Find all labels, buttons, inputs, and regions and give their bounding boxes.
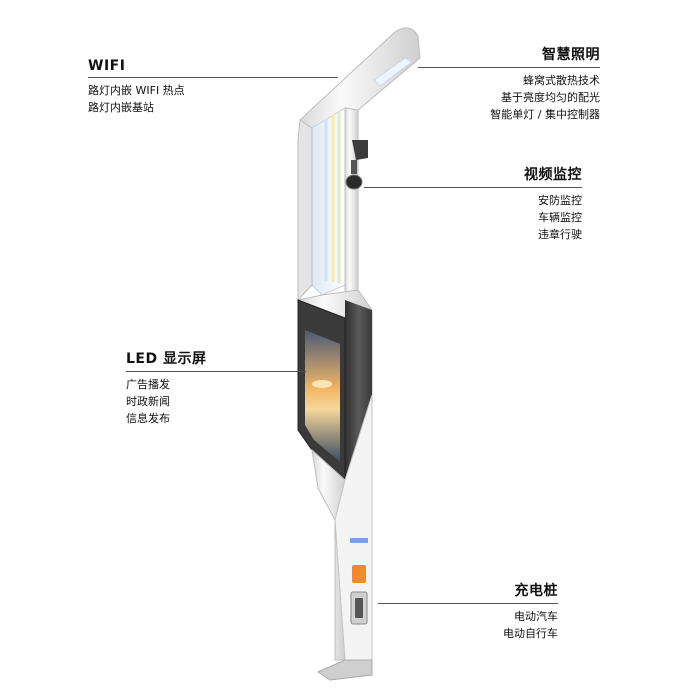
callout-wifi: WIFI 路灯内嵌 WIFI 热点 路灯内嵌基站: [88, 58, 338, 116]
callout-charging: 充电桩 电动汽车 电动自行车: [378, 580, 558, 642]
callout-rule: [364, 187, 582, 188]
callout-items: 安防监控 车辆监控 违章行驶: [364, 192, 582, 243]
callout-title: 视频监控: [524, 167, 582, 183]
upper-pole-right: [344, 107, 359, 302]
callout-items: 广告播发 时政新闻 信息发布: [126, 376, 306, 427]
callout-rule: [88, 77, 338, 78]
callout-item: 时政新闻: [126, 395, 170, 408]
callout-rule: [418, 67, 600, 68]
callout-item: 安防监控: [538, 194, 582, 207]
callout-title: 智慧照明: [542, 47, 600, 63]
camera-bracket: [352, 140, 368, 160]
charging-status-light: [352, 565, 366, 583]
callout-item: 车辆监控: [538, 211, 582, 224]
callout-item: 电动自行车: [503, 627, 558, 640]
callout-title: LED 显示屏: [126, 351, 207, 367]
callout-item: 蜂窝式散热技术: [523, 74, 600, 87]
callout-title: 充电桩: [514, 583, 558, 599]
callout-rule: [126, 371, 306, 372]
callout-item: 基于亮度均匀的配光: [501, 91, 600, 104]
lamp-head-light: [373, 57, 413, 87]
camera-dome: [345, 174, 363, 190]
upper-pole: [297, 119, 313, 302]
callout-item: 信息发布: [126, 412, 170, 425]
screen-image: [305, 330, 340, 462]
callout-items: 蜂窝式散热技术 基于亮度均匀的配光 智能单灯 / 集中控制器: [418, 72, 600, 123]
callout-item: 路灯内嵌 WIFI 热点: [88, 84, 185, 97]
callout-item: 电动汽车: [514, 610, 558, 623]
pole-base: [316, 659, 373, 681]
callout-items: 路灯内嵌 WIFI 热点 路灯内嵌基站: [88, 82, 338, 116]
callout-video: 视频监控 安防监控 车辆监控 违章行驶: [364, 164, 582, 243]
camera-mount: [351, 160, 357, 174]
callout-title: WIFI: [88, 58, 126, 74]
callout-item: 违章行驶: [538, 228, 582, 241]
callout-rule: [378, 603, 558, 604]
charging-logo: [350, 538, 368, 543]
callout-item: 广告播发: [126, 378, 170, 391]
led-strips: [324, 111, 341, 284]
screen-sun: [312, 380, 332, 388]
callout-lighting: 智慧照明 蜂窝式散热技术 基于亮度均匀的配光 智能单灯 / 集中控制器: [418, 44, 600, 123]
callout-item: 智能单灯 / 集中控制器: [490, 108, 600, 121]
callout-items: 电动汽车 电动自行车: [378, 608, 558, 642]
callout-led: LED 显示屏 广告播发 时政新闻 信息发布: [126, 348, 306, 427]
callout-item: 路灯内嵌基站: [88, 101, 154, 114]
